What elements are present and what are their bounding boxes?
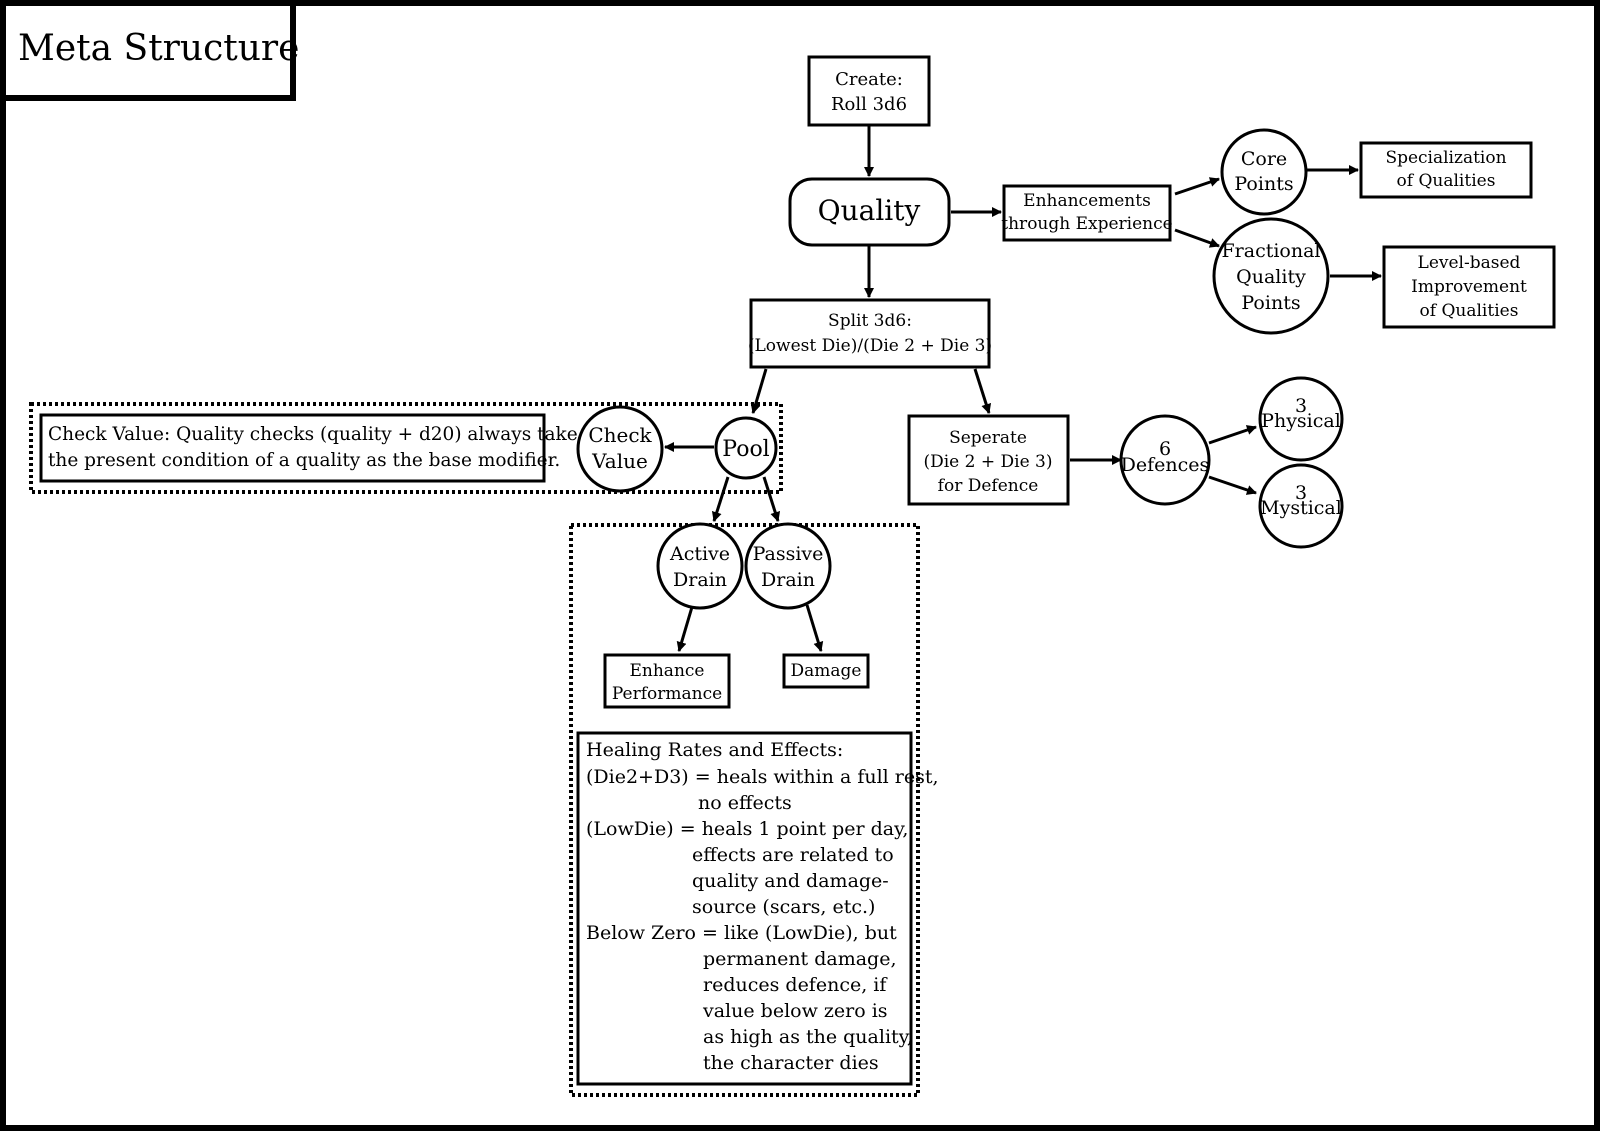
damage-label: Damage: [791, 661, 862, 681]
healing-line: (Die2+D3) = heals within a full rest,: [586, 766, 939, 788]
passive-drain-line2: Drain: [761, 569, 815, 591]
check-value-note-line2: the present condition of a quality as th…: [48, 450, 560, 471]
title-box: Meta Structure: [0, 0, 299, 101]
defences-count: 6: [1159, 438, 1171, 460]
damage-node: Damage: [782, 653, 870, 689]
healing-line: Below Zero = like (LowDie), but: [586, 922, 897, 944]
healing-line: source (scars, etc.): [692, 896, 875, 918]
arrow-split-seperate: [973, 368, 992, 414]
seperate-node: Seperate (Die 2 + Die 3) for Defence: [907, 414, 1070, 506]
fractional-line3: Points: [1241, 292, 1300, 314]
enhancements-node: Enhancements through Experience: [1001, 184, 1173, 242]
healing-rates-box: Healing Rates and Effects: (Die2+D3) = h…: [576, 731, 939, 1086]
split-line1: Split 3d6:: [828, 311, 912, 331]
drain-group: [569, 523, 920, 1097]
check-value-note-text: Quality checks (quality + d20) always ta…: [176, 424, 578, 445]
enhance-performance-node: Enhance Performance: [603, 653, 731, 709]
mystical-node: 3 Mystical: [1258, 463, 1344, 549]
level-based-line3: of Qualities: [1420, 301, 1519, 321]
connectors: [664, 125, 1382, 652]
specialization-line1: Specialization: [1385, 148, 1506, 168]
seperate-line3: for Defence: [938, 476, 1039, 496]
arrow-passive-damage: [805, 604, 824, 652]
fractional-points-node: Fractional Quality Points: [1212, 217, 1330, 335]
healing-line: as high as the quality,: [703, 1026, 913, 1048]
check-value-note-label: Check Value:: [48, 424, 170, 445]
fractional-line1: Fractional: [1221, 240, 1320, 262]
enhance-performance-line2: Performance: [612, 684, 722, 704]
check-value-line2: Value: [591, 449, 648, 473]
create-node: Create: Roll 3d6: [807, 55, 931, 127]
core-points-line2: Points: [1234, 173, 1293, 195]
check-value-note: Check Value: Quality checks (quality + d…: [39, 413, 578, 483]
create-label-line2: Roll 3d6: [831, 94, 907, 115]
level-based-line1: Level-based: [1418, 253, 1521, 273]
defences-node: 6 Defences: [1119, 414, 1211, 506]
core-points-line1: Core: [1241, 148, 1287, 170]
active-drain-node: Active Drain: [656, 522, 744, 610]
arrow-pool-passive: [762, 476, 781, 522]
healing-line: effects are related to: [692, 844, 894, 866]
defences-label: Defences: [1121, 454, 1210, 476]
page-title: Meta Structure: [18, 28, 299, 69]
arrow-defences-mystical: [1208, 475, 1257, 495]
seperate-line1: Seperate: [949, 428, 1027, 448]
split-line2: (Lowest Die)/(Die 2 + Die 3): [748, 336, 992, 356]
passive-drain-line1: Passive: [753, 543, 824, 565]
healing-line: value below zero is: [702, 1000, 888, 1022]
quality-label: Quality: [818, 194, 921, 227]
healing-line: permanent damage,: [703, 948, 897, 970]
fractional-line2: Quality: [1236, 266, 1306, 288]
healing-heading: Healing Rates and Effects:: [586, 739, 843, 761]
arrow-active-enhance: [676, 606, 694, 652]
arrow-defences-physical: [1208, 425, 1257, 445]
check-value-group: [29, 402, 783, 494]
split-node: Split 3d6: (Lowest Die)/(Die 2 + Die 3): [748, 298, 992, 369]
healing-line: quality and damage-: [692, 870, 889, 892]
level-based-node: Level-based Improvement of Qualities: [1382, 245, 1556, 329]
physical-node: 3 Physical: [1258, 376, 1344, 462]
physical-count: 3: [1295, 395, 1307, 417]
mystical-count: 3: [1295, 482, 1307, 504]
active-drain-line2: Drain: [673, 569, 727, 591]
check-value-line1: Check: [588, 423, 652, 447]
enhance-performance-line1: Enhance: [630, 661, 705, 681]
pool-node: Pool: [714, 416, 778, 480]
specialization-node: Specialization of Qualities: [1359, 141, 1533, 199]
seperate-line2: (Die 2 + Die 3): [923, 452, 1052, 472]
arrow-enhancements-core: [1174, 177, 1220, 196]
arrow-pool-active: [711, 476, 730, 522]
passive-drain-node: Passive Drain: [744, 522, 832, 610]
check-value-note-line1: Check Value: Quality checks (quality + d…: [48, 424, 578, 445]
healing-line: (LowDie) = heals 1 point per day,: [586, 818, 908, 840]
pool-label: Pool: [722, 437, 769, 462]
active-drain-line1: Active: [669, 543, 730, 565]
enhancements-label-line1: Enhancements: [1023, 191, 1151, 211]
arrow-enhancements-fractional: [1174, 228, 1220, 248]
level-based-line2: Improvement: [1411, 277, 1527, 297]
quality-node: Quality: [788, 177, 951, 247]
physical-label: Physical: [1261, 410, 1341, 432]
healing-line: reduces defence, if: [703, 974, 888, 996]
specialization-line2: of Qualities: [1397, 171, 1496, 191]
check-value-node: Check Value: [576, 405, 664, 493]
healing-line: no effects: [698, 792, 792, 814]
healing-line: the character dies: [703, 1052, 879, 1074]
create-label-line1: Create:: [835, 69, 903, 90]
core-points-node: Core Points: [1220, 128, 1308, 216]
arrow-split-pool: [750, 368, 768, 414]
enhancements-label-line2: through Experience: [1001, 214, 1172, 234]
mystical-label: Mystical: [1260, 497, 1342, 519]
